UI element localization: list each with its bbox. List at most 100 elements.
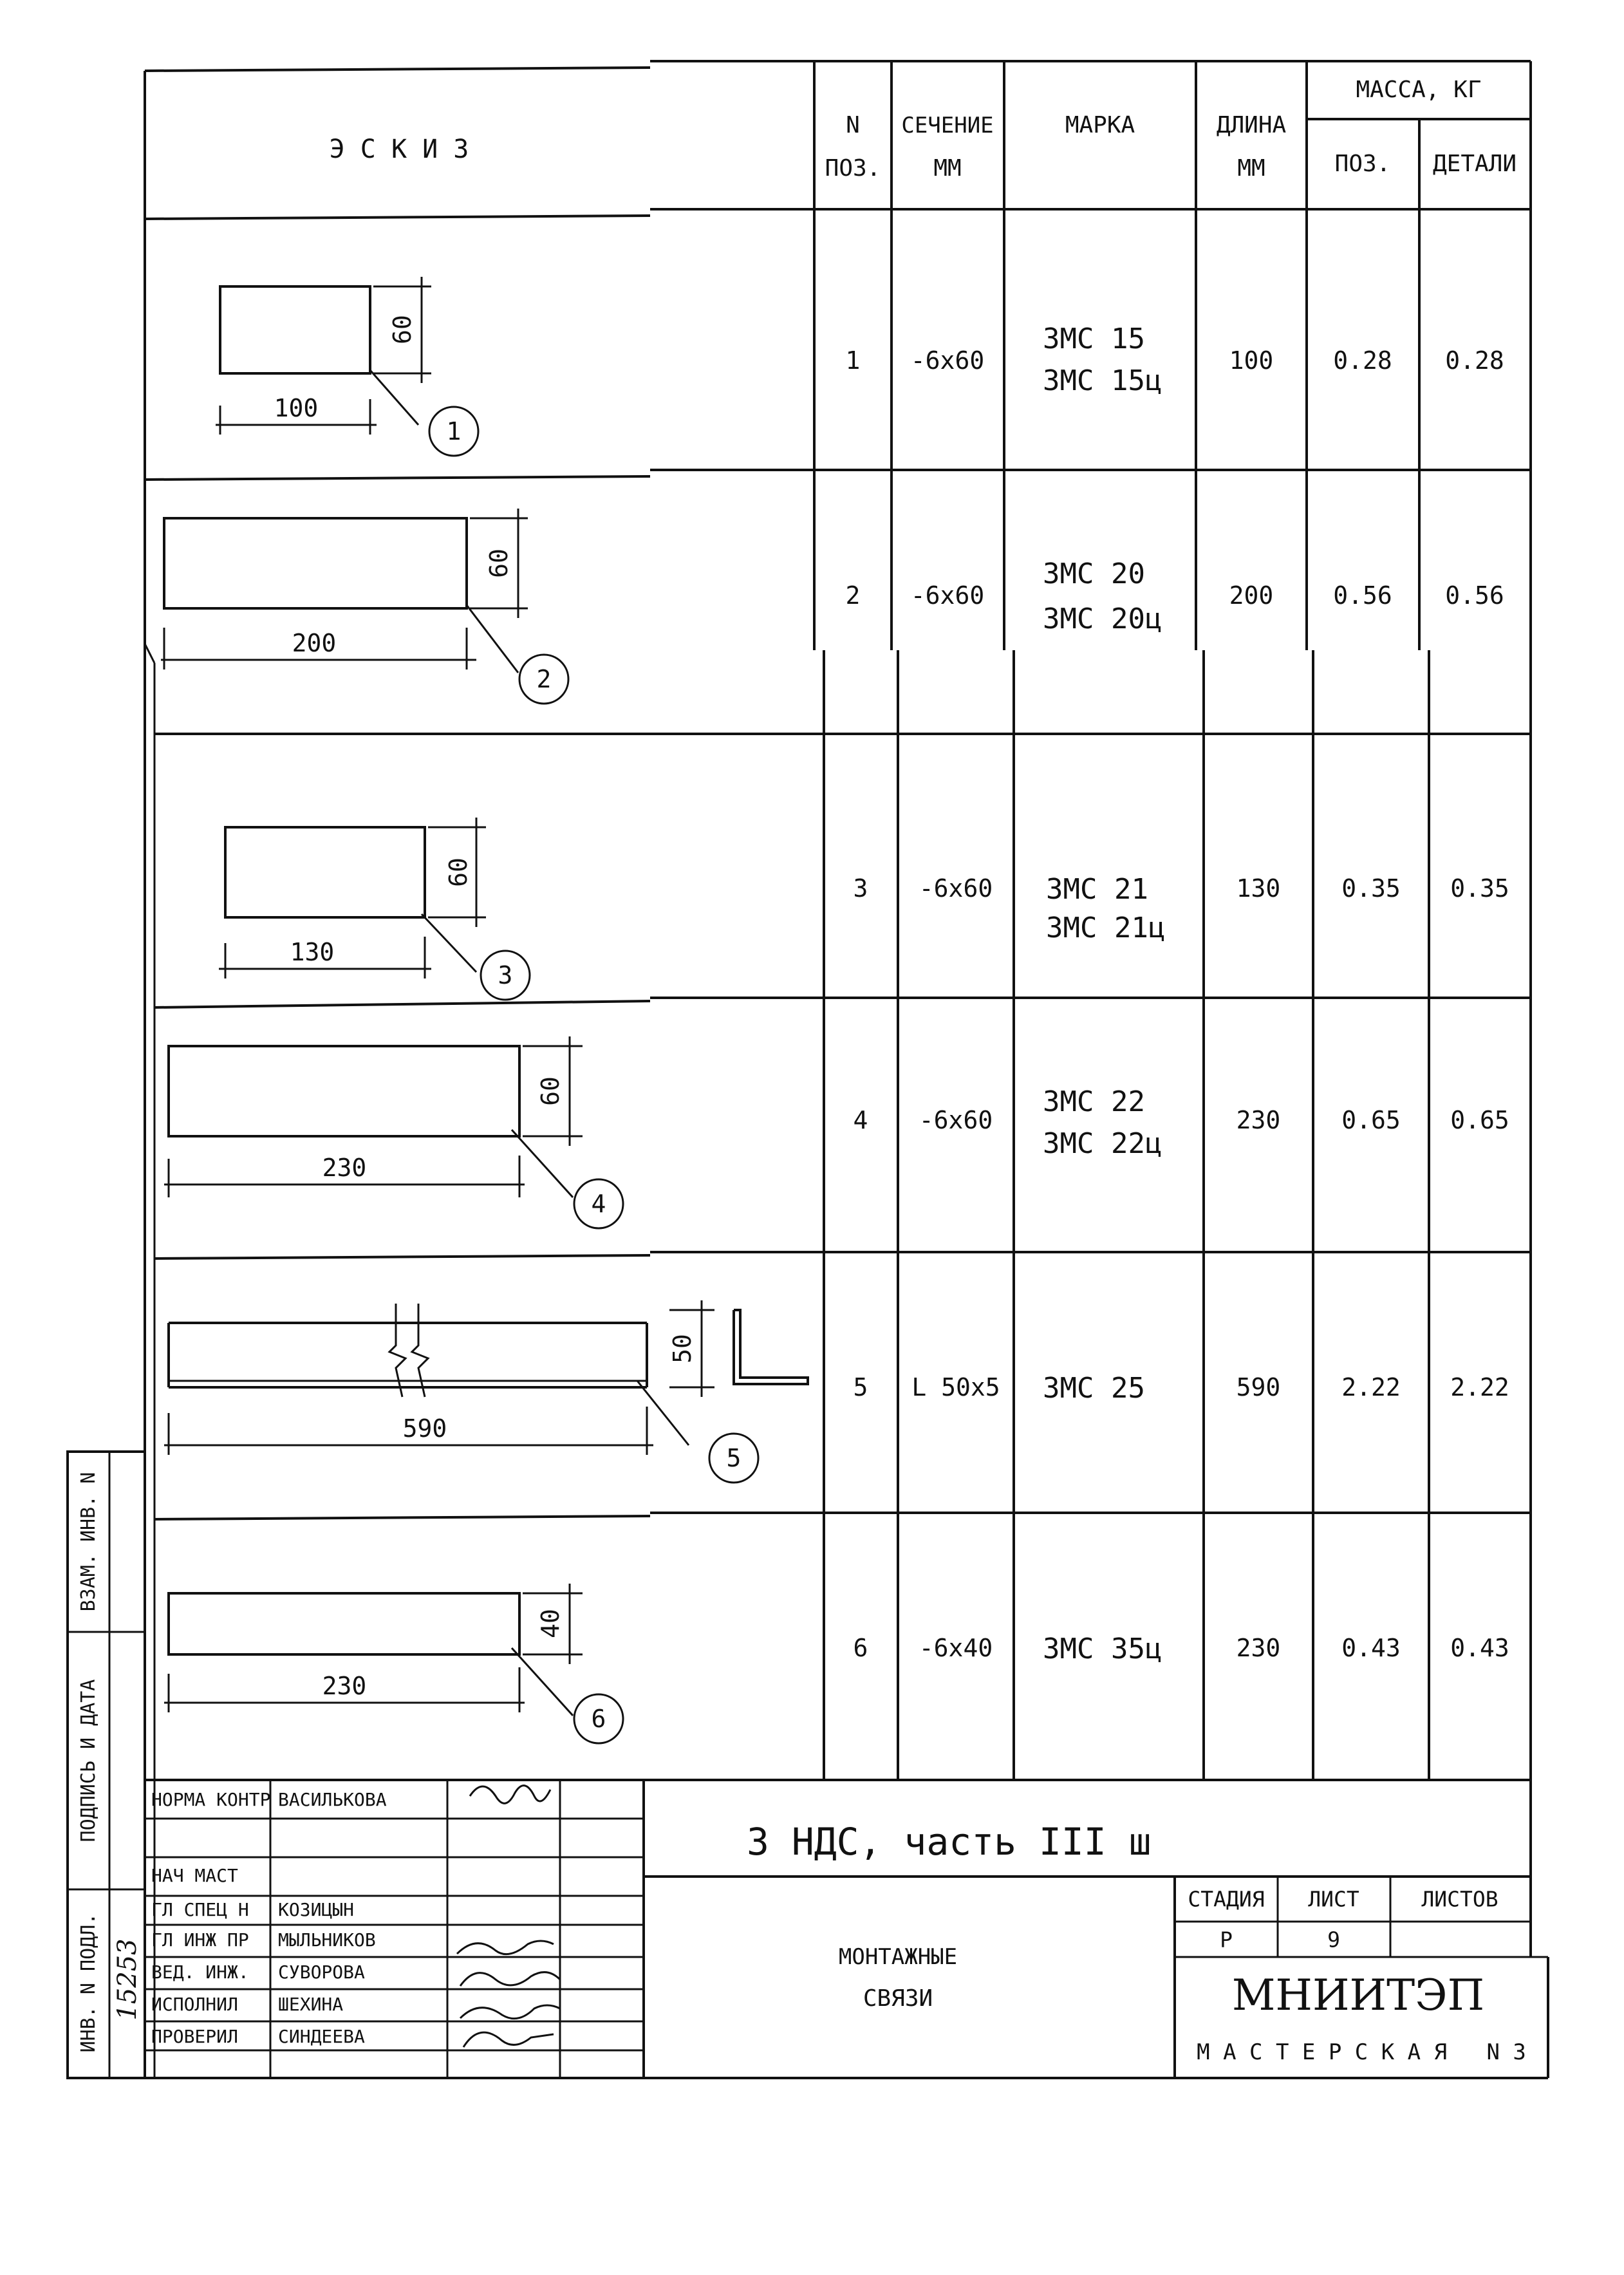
sketch-3-drawing [219,818,531,1001]
row-length: 230 [1236,1106,1281,1134]
drawing-title-2: СВЯЗИ [863,1985,933,2012]
row-mass-detail: 0.28 [1445,346,1504,375]
sheet-label: ЛИСТ [1308,1886,1359,1912]
sketch-4-drawing [164,1036,624,1230]
row-mark-1: ЗМС 20 [1043,557,1145,590]
person-name: ШЕХИНА [278,1994,344,2015]
person-name: СУВОРОВА [278,1961,365,1983]
row-mass-detail: 2.22 [1450,1373,1509,1401]
sheet-value: 9 [1327,1927,1340,1952]
row-mark-2: ЗМС 15ц [1043,364,1162,397]
side-stamp-signature-date: ПОДПИСЬ И ДАТА [77,1679,100,1842]
sketch-3-length: 130 [290,938,335,966]
row-pos: 6 [853,1634,868,1662]
callout-1: 1 [446,417,462,445]
person-name: ВАСИЛЬКОВА [278,1789,387,1810]
row-section: -6x40 [919,1634,993,1662]
row-pos: 2 [845,581,861,610]
row-length: 130 [1236,874,1281,903]
row-mass-detail: 0.35 [1450,874,1509,903]
sketch-2-length: 200 [292,629,337,657]
row-section: -6x60 [910,346,985,375]
person-role: ВЕД. ИНЖ. [151,1961,249,1983]
row-mark-2: ЗМС 21ц [1046,912,1166,944]
sketch-3-height: 60 [444,857,472,887]
row-section: -6x60 [910,581,985,610]
person-role: ГЛ СПЕЦ Н [151,1899,249,1920]
header-pos-line1: N [846,112,860,138]
row-pos: 4 [853,1106,868,1134]
sketch-1-drawing [216,277,480,457]
row-pos: 5 [853,1373,868,1401]
header-mark: МАРКА [1065,112,1135,138]
project-title: 3 НДС, часть III ш [747,1820,1152,1864]
sketch-1-length: 100 [274,394,319,422]
header-pos-line2: ПОЗ. [825,155,881,182]
header-length-line2: ММ [1237,155,1265,182]
row-mass-detail: 0.65 [1450,1106,1509,1134]
row-mass-pos: 0.28 [1333,346,1392,375]
header-section-line1: СЕЧЕНИЕ [901,113,994,138]
row-length: 230 [1236,1634,1281,1662]
callout-6: 6 [591,1705,606,1733]
sketch-2-drawing [161,509,570,705]
stage-label: СТАДИЯ [1188,1886,1265,1912]
sketch-5-drawing [164,1300,809,1484]
stage-value: Р [1220,1927,1233,1952]
row-pos: 3 [853,874,868,903]
row-mark-1: ЗМС 21 [1046,873,1148,906]
person-name: КОЗИЦЫН [278,1899,355,1920]
callout-5: 5 [726,1444,742,1472]
signature-strokes [456,1784,561,2048]
row-length: 590 [1236,1373,1281,1401]
row-mark-1: ЗМС 22 [1043,1085,1145,1118]
person-name: СИНДЕЕВА [278,2026,365,2047]
header-sketch: Э С К И З [329,135,469,164]
row-mark-1: ЗМС 15 [1043,323,1145,355]
callout-4: 4 [591,1190,606,1218]
row-mass-pos: 2.22 [1341,1373,1401,1401]
person-role: ПРОВЕРИЛ [151,2026,238,2047]
callout-3: 3 [498,961,513,989]
row-length: 200 [1229,581,1274,610]
row-mass-pos: 0.35 [1341,874,1401,903]
row-mark-2: ЗМС 22ц [1043,1127,1162,1160]
sketch-6-drawing [164,1584,624,1745]
row-mass-pos: 0.43 [1341,1634,1401,1662]
header-mass-pos: ПОЗ. [1334,151,1391,177]
callout-2: 2 [536,665,552,693]
sketch-4-length: 230 [322,1154,367,1182]
sketch-5-length: 590 [402,1414,447,1443]
person-role: НОРМА КОНТР [151,1789,271,1810]
sheets-label: ЛИСТОВ [1421,1886,1498,1912]
row-length: 100 [1229,346,1274,375]
drawing-title-1: МОНТАЖНЫЕ [838,1944,958,1970]
row-mass-detail: 0.56 [1445,581,1504,610]
row-mark-2: ЗМС 20ц [1043,603,1162,635]
person-role: ГЛ ИНЖ ПР [151,1929,249,1951]
sketch-6-length: 230 [322,1672,367,1700]
person-role: НАЧ МАСТ [151,1865,238,1886]
row-section: -6x60 [919,1106,993,1134]
sketch-5-height: 50 [668,1334,696,1363]
row-mark-1: ЗМС 35ц [1043,1633,1162,1665]
side-stamp-inv-value: 15253 [113,1938,142,2021]
header-length-line1: ДЛИНА [1216,112,1287,138]
org-name: МНИИТЭП [1231,1971,1485,2020]
row-mark-1: ЗМС 25 [1043,1372,1145,1405]
person-role: ИСПОЛНИЛ [151,1994,238,2015]
sketch-1-height: 60 [388,315,416,344]
side-stamp-replace-inv: ВЗАМ. ИНВ. N [77,1472,100,1612]
person-name: МЫЛЬНИКОВ [278,1929,376,1951]
header-mass: МАССА, КГ [1356,77,1482,103]
header-section-line2: ММ [933,155,962,182]
sketch-2-height: 60 [485,548,513,578]
sketch-4-height: 60 [536,1076,565,1106]
row-mass-detail: 0.43 [1450,1634,1509,1662]
row-mass-pos: 0.65 [1341,1106,1401,1134]
row-mass-pos: 0.56 [1333,581,1392,610]
row-section: -6x60 [919,874,993,903]
row-section: L 50x5 [911,1373,1000,1401]
org-department: М А С Т Е Р С К А Я N 3 [1197,2039,1526,2065]
